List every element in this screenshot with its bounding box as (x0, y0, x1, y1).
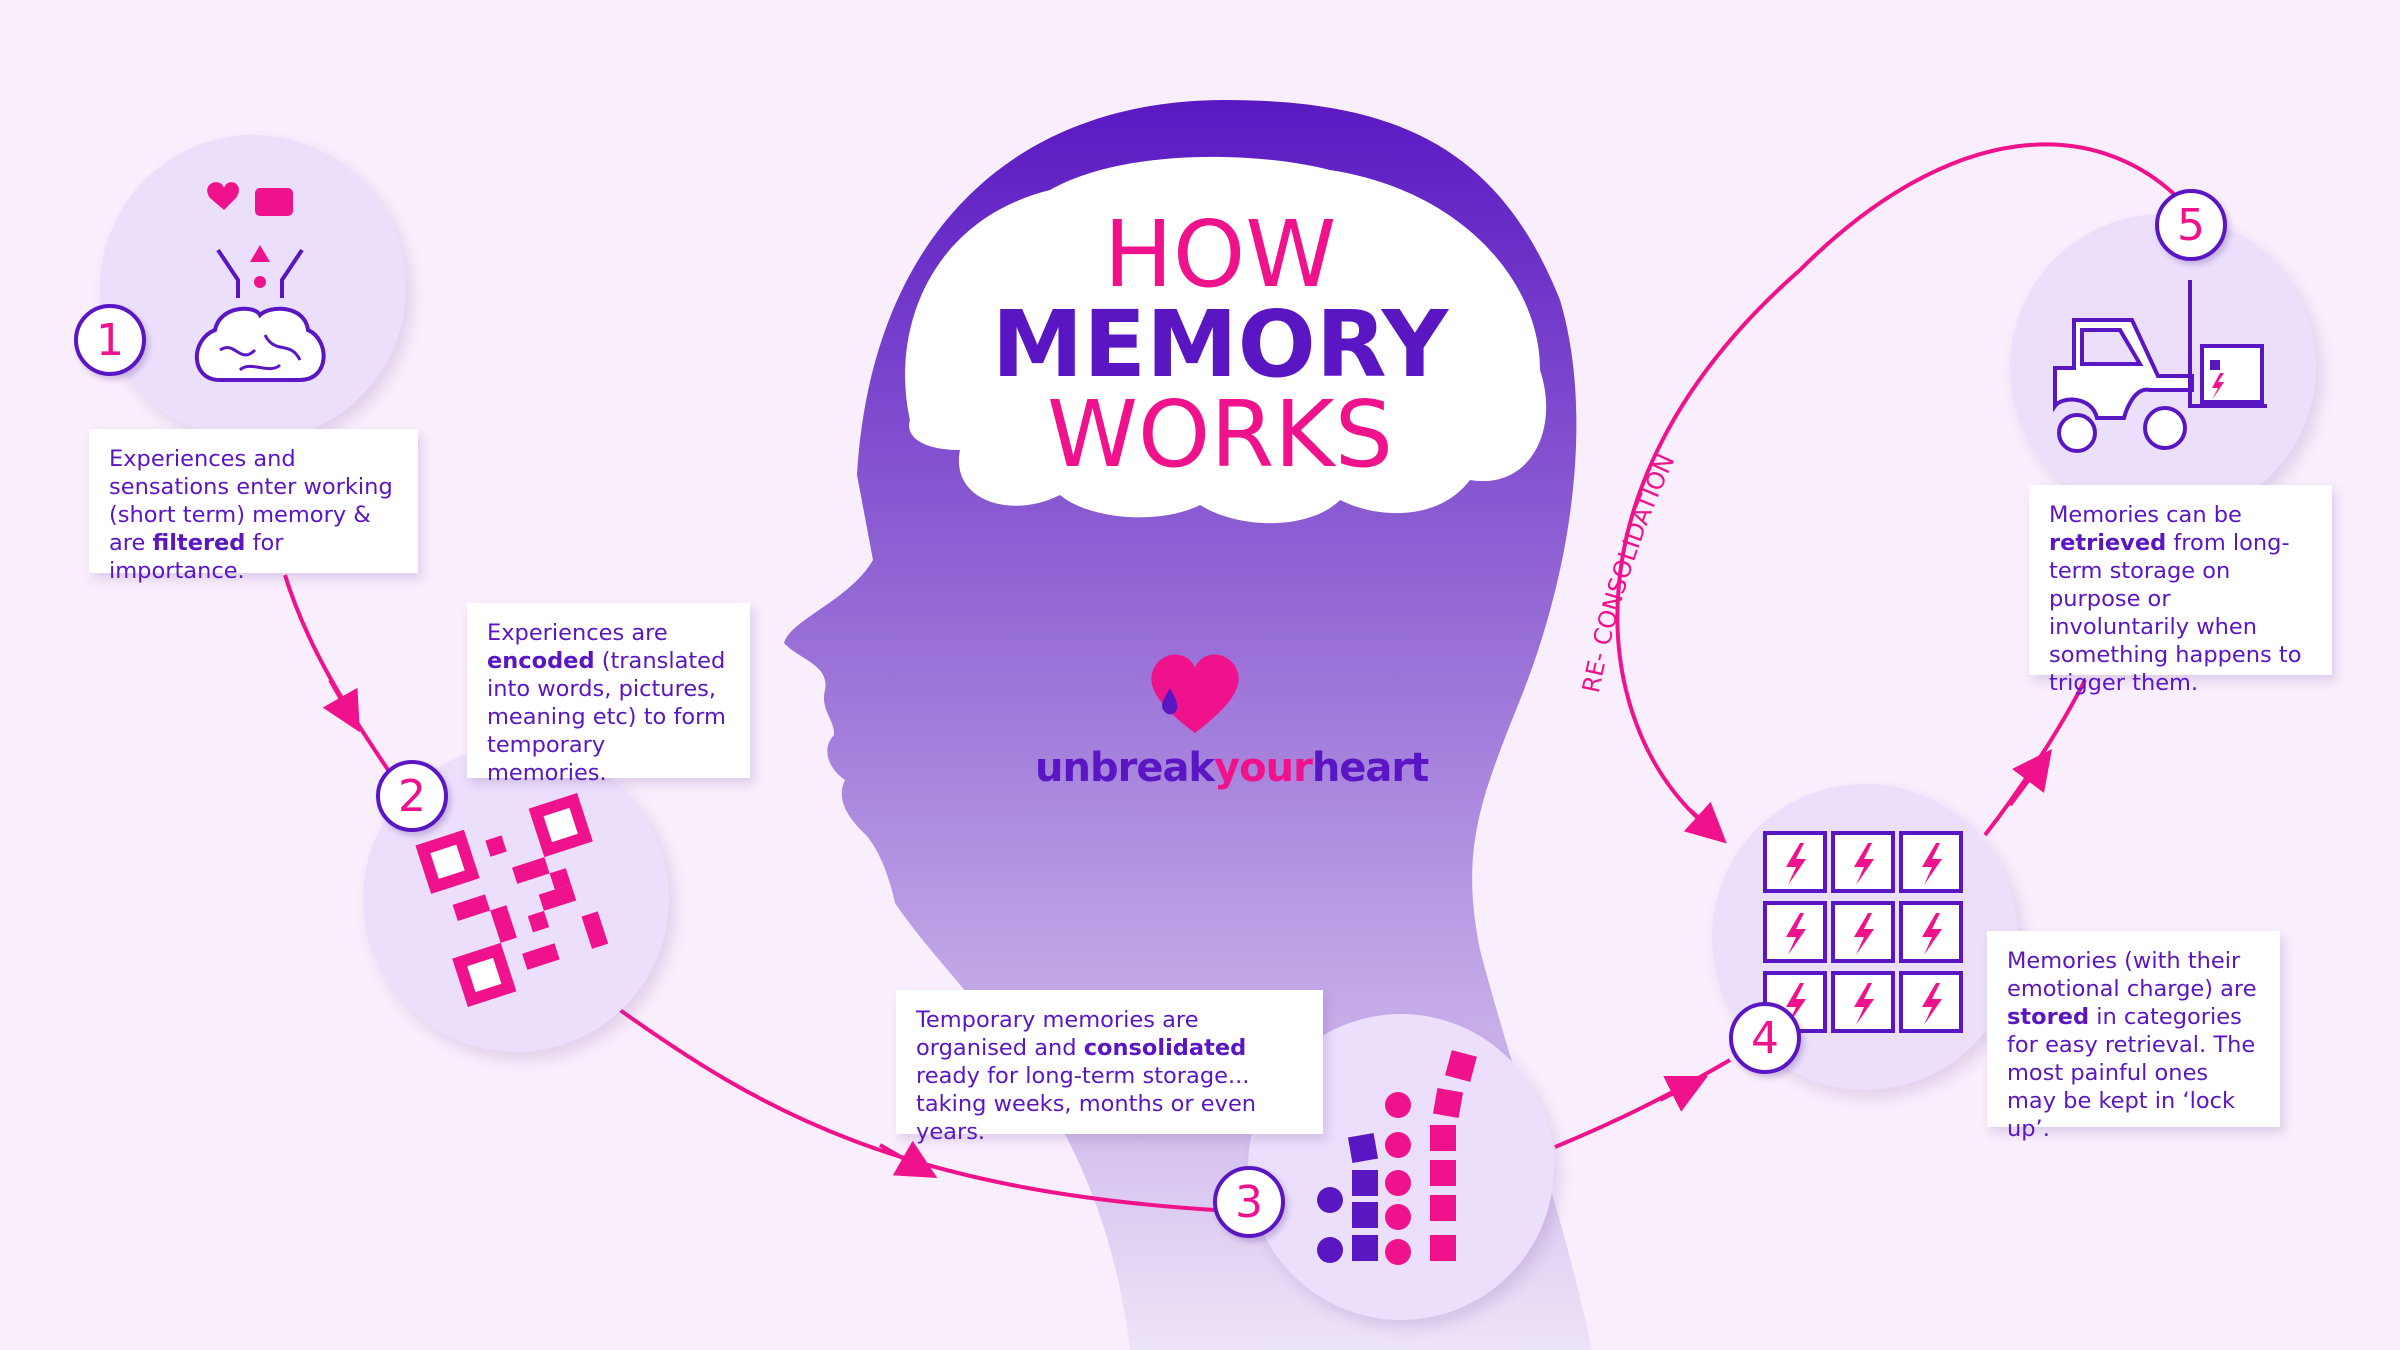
logo-part3: heart (1311, 745, 1429, 791)
heart-drop-icon (1151, 654, 1239, 733)
step-1-text-end: for importance. (109, 530, 284, 584)
step-4-text: Memories (with their emotional charge) a… (2007, 948, 2257, 1002)
brain-filter-icon (194, 182, 326, 382)
step-1-badge: 1 (74, 304, 146, 376)
step-2-text-end: (translated into words, pictures, meanin… (487, 648, 726, 786)
step-5-keyword: retrieved (2049, 530, 2167, 556)
step-4-badge: 4 (1729, 1002, 1801, 1074)
qr-code-icon (415, 792, 609, 1008)
brain-outline (905, 156, 1547, 524)
title-works: WORKS (1046, 381, 1394, 488)
blocks-icon (1317, 1050, 1477, 1265)
step-5-text-end: from long-term storage on purpose or inv… (2049, 530, 2302, 696)
step-4-description: Memories (with their emotional charge) a… (1987, 931, 2280, 1142)
forklift-icon (2053, 280, 2267, 453)
step-5-text: Memories can be (2049, 502, 2242, 528)
logo-part1: unbreak (1035, 745, 1215, 791)
step-1-description: Experiences and sensations enter working… (89, 429, 418, 584)
step-2-text: Experiences are (487, 620, 668, 646)
step-3-badge: 3 (1213, 1166, 1285, 1238)
step-5-description: Memories can be retrieved from long-term… (2029, 485, 2332, 696)
step-2-badge: 2 (376, 760, 448, 832)
step-3-text: Temporary memories are organised and (916, 1007, 1199, 1061)
logo-part2: your (1214, 745, 1313, 791)
reconsolidation-label: RE- CONSOLIDATION (1577, 450, 1680, 695)
title-how: HOW (1103, 201, 1337, 308)
step-3-description: Temporary memories are organised and con… (896, 990, 1323, 1145)
storage-boxes-icon (1763, 831, 1963, 1033)
step-4-keyword: stored (2007, 1004, 2090, 1030)
svg-text:RE- CONSOLIDATION: RE- CONSOLIDATION (1577, 450, 1680, 695)
step-3-text-end: ready for long-term storage... taking we… (916, 1063, 1257, 1145)
step-2-description: Experiences are encoded (translated into… (467, 603, 750, 786)
logo-text: unbreakyourheart (1035, 745, 1429, 791)
step-5-badge: 5 (2155, 189, 2227, 261)
step-2-keyword: encoded (487, 648, 595, 674)
title-memory: MEMORY (991, 291, 1449, 398)
step-3-keyword: consolidated (1083, 1035, 1247, 1061)
step-1-keyword: filtered (152, 530, 246, 556)
step-1-text: Experiences and sensations enter working… (109, 446, 393, 556)
step-4-text-end: in categories for easy retrieval. The mo… (2007, 1004, 2256, 1142)
step-1-circle (100, 135, 406, 441)
